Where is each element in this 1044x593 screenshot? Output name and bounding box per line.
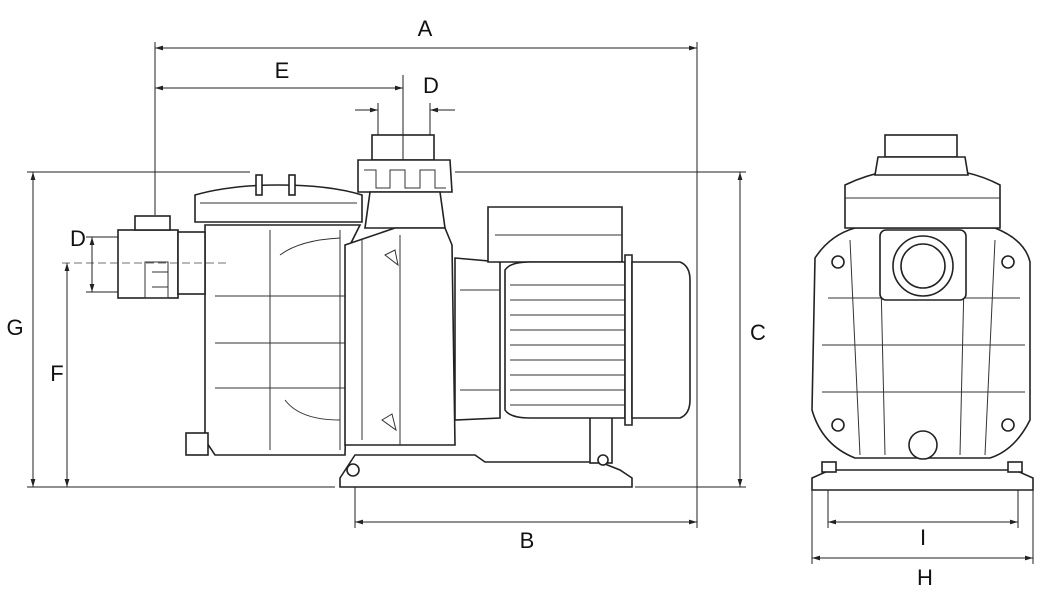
drain-plug [908,430,938,460]
pump-front-view [811,134,1034,491]
label-D-left: D [70,226,86,251]
label-B: B [520,528,535,553]
dimension-labels: A E D D G F C B I H [6,16,933,590]
dimension-lines [27,42,1034,564]
pump-base [339,454,633,488]
label-C: C [750,320,766,345]
label-H: H [917,565,933,590]
front-base [811,469,1034,491]
fan-cover [631,261,691,419]
label-G: G [6,315,23,340]
label-I: I [920,525,926,550]
strainer-housing [204,224,362,456]
inlet-union [117,229,179,299]
label-F: F [50,361,63,386]
pump-side-view [117,134,691,488]
front-body [811,227,1031,459]
label-D-top: D [423,73,439,98]
label-E: E [275,58,290,83]
label-A: A [418,16,433,41]
